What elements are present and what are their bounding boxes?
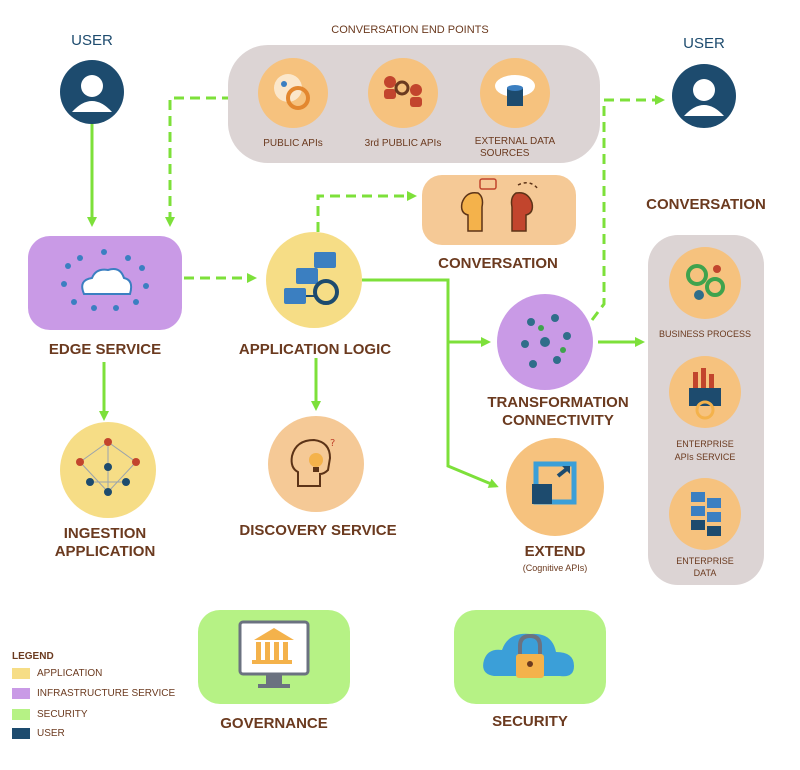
enterprise-apis-label-1: ENTERPRISE [676,439,734,449]
svg-text:?: ? [330,438,335,449]
legend-label-infrastructure: INFRASTRUCTURE SERVICE [37,688,176,699]
server-stack-icon [691,492,721,536]
extend-circle [506,438,604,536]
edge-service-box [28,236,182,330]
enterprise-data-circle [669,478,741,550]
external-data-circle [480,58,550,128]
user-icon [684,79,724,116]
legend-title: LEGEND [12,651,54,662]
ingestion-circle [60,422,156,518]
legend-item-application: APPLICATION [12,668,102,679]
gears-icon [686,264,725,300]
conversation-right-label: CONVERSATION [646,196,766,213]
monitor-bank-icon [238,620,310,688]
app-logic-icon [284,252,339,305]
people-network-icon [76,438,140,496]
enterprise-apis-label-2: APIs SERVICE [674,452,736,462]
arrow-endpoints-to-edge [165,96,232,227]
user-left-avatar [60,60,124,124]
enterprise-data-label-1: ENTERPRISE [676,556,734,566]
transformation-label-2: CONNECTIVITY [502,412,614,429]
enterprise-data-label-2: DATA [693,568,717,578]
endpoints-title: CONVERSATION END POINTS [331,24,489,36]
governance-box [198,610,350,704]
governance-label: GOVERNANCE [220,715,328,732]
cloud-database-icon [495,75,535,106]
conversation-mid-label: CONVERSATION [438,255,558,272]
legend-item-infrastructure: INFRASTRUCTURE SERVICE [12,688,175,699]
arrow-app-to-extend [446,342,499,488]
discovery-circle: ? [268,416,364,512]
public-apis-circle [258,58,328,128]
arrow-app-to-transformation [362,278,491,347]
legend-label-security: SECURITY [37,709,88,720]
enterprise-apis-circle [669,356,741,428]
extend-sub-label: (Cognitive APIs) [522,563,588,573]
third-public-apis-label: 3rd PUBLIC APIs [364,138,442,149]
expand-icon [532,461,577,505]
ingestion-label-1: INGESTION [63,525,147,542]
two-heads-icon [460,178,539,232]
transformation-circle [497,294,593,390]
legend-item-security: SECURITY [12,709,88,720]
legend-swatch-application [12,668,30,679]
application-logic-circle [266,232,362,328]
arrow-app-to-conversation [316,191,417,232]
application-logic-label: APPLICATION LOGIC [238,341,392,358]
user-right-avatar [672,64,736,128]
business-process-circle [669,247,741,319]
user-left-label: USER [71,32,113,49]
business-process-label: BUSINESS PROCESS [658,329,752,339]
team-gear-icon [384,76,422,107]
external-data-label-2: SOURCES [480,148,530,159]
discovery-label: DISCOVERY SERVICE [239,522,397,539]
legend-label-application: APPLICATION [37,668,103,679]
gear-cloud-icon [274,74,310,110]
head-bulb-icon: ? [290,438,335,487]
public-apis-label: PUBLIC APIs [263,138,323,149]
network-nodes-icon [521,314,571,368]
third-public-apis-circle [368,58,438,128]
cloud-network-icon [61,249,149,311]
user-right-label: USER [683,35,725,52]
conversation-box [422,175,576,245]
ingestion-label-2: APPLICATION [54,543,156,560]
factory-icon [689,368,721,420]
legend-item-user: USER [12,728,65,739]
edge-service-label: EDGE SERVICE [48,341,162,358]
arrow-transformation-to-user [590,95,665,321]
transformation-label-1: TRANSFORMATION [487,394,629,411]
user-icon [72,75,112,112]
legend-swatch-infrastructure [12,688,30,699]
extend-label: EXTEND [524,543,586,560]
legend-label-user: USER [37,728,65,739]
legend-swatch-security [12,709,30,720]
security-label: SECURITY [492,713,568,730]
cloud-lock-icon [483,633,574,678]
legend-swatch-user [12,728,30,739]
external-data-label-1: EXTERNAL DATA [474,136,556,147]
security-box [454,610,606,704]
